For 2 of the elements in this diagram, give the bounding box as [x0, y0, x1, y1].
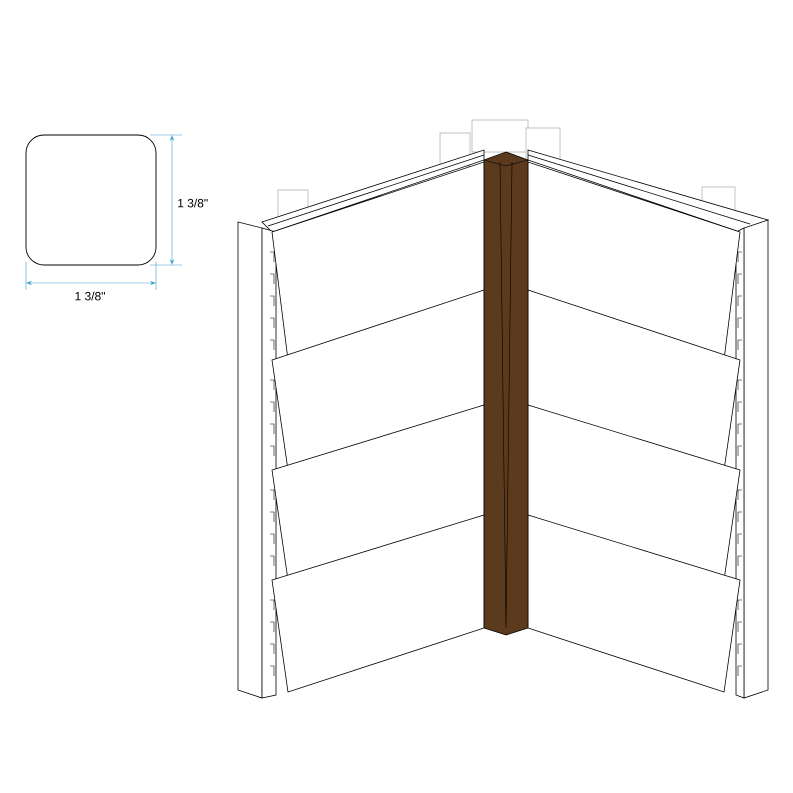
- dimension-label: 1 3/8": [178, 198, 208, 208]
- dimension-label: 1 3/8": [75, 292, 105, 300]
